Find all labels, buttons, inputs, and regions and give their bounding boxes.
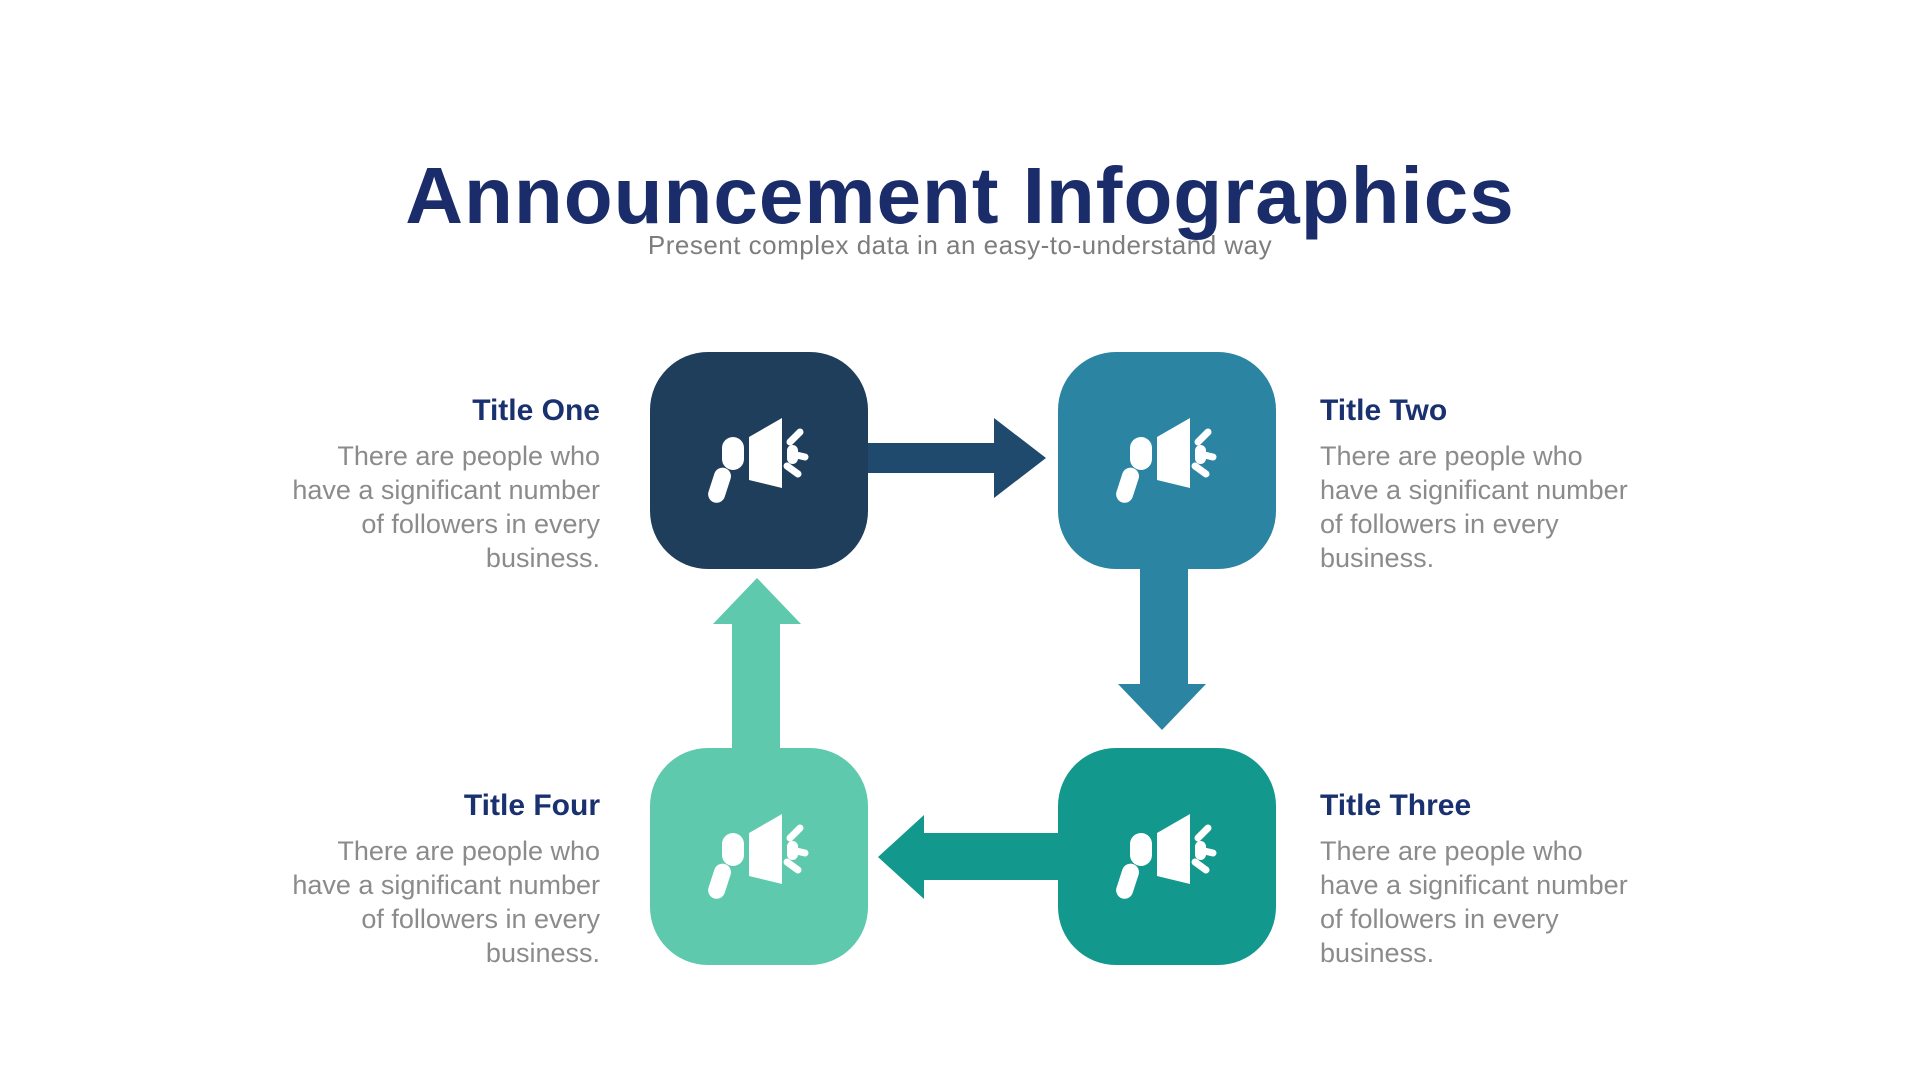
arrow-right-shape	[862, 418, 1046, 498]
megaphone-icon	[1116, 418, 1217, 503]
arrow-three-to-four-icon	[878, 815, 1060, 899]
arrow-two-to-three-icon	[1118, 562, 1206, 730]
arrow-one-to-two-icon	[862, 418, 1046, 498]
step-card-one	[650, 352, 868, 569]
step-card-four	[650, 748, 868, 965]
step-title: Title Three	[1320, 789, 1472, 822]
step-description: There are people who have a significant …	[292, 836, 600, 968]
arrow-down-shape	[1118, 562, 1206, 730]
step-description: There are people who have a significant …	[1320, 836, 1628, 968]
page-title: Announcement Infographics	[405, 150, 1515, 240]
step-text-four: Title Four There are people who have a s…	[230, 788, 600, 970]
step-description: There are people who have a significant …	[1320, 441, 1628, 573]
megaphone-icon	[708, 814, 809, 899]
step-card-two	[1058, 352, 1276, 569]
step-text-three: Title Three There are people who have a …	[1320, 788, 1720, 970]
arrow-four-to-one-icon	[713, 578, 801, 753]
step-text-two: Title Two There are people who have a si…	[1320, 393, 1720, 575]
arrow-left-shape	[878, 815, 1060, 899]
step-card-three	[1058, 748, 1276, 965]
page-subtitle: Present complex data in an easy-to-under…	[647, 230, 1273, 260]
megaphone-icon	[708, 418, 809, 503]
megaphone-icon	[1116, 814, 1217, 899]
step-title: Title Four	[463, 789, 600, 822]
step-title: Title One	[472, 394, 600, 427]
step-title: Title Two	[1320, 394, 1448, 427]
step-description: There are people who have a significant …	[292, 441, 600, 573]
step-text-one: Title One There are people who have a si…	[230, 393, 600, 575]
arrow-up-shape	[713, 578, 801, 753]
